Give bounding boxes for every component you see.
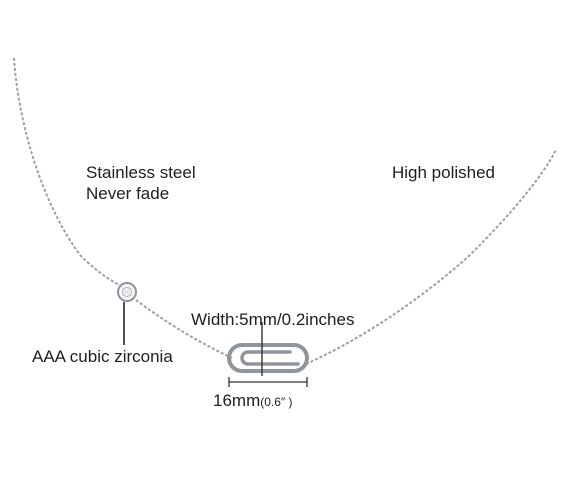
width-label: Width:5mm/0.2inches [191, 310, 355, 329]
chain-left-strand [13, 57, 126, 289]
paperclip-pendant-icon [227, 343, 309, 373]
chain-center-left-strand [135, 299, 233, 359]
material-label: Stainless steel Never fade [86, 162, 196, 204]
stone-label: AAA cubic zirconia [32, 347, 173, 366]
material-line-2: Never fade [86, 184, 170, 203]
material-line-1: Stainless steel [86, 163, 196, 182]
length-main-text: 16mm [213, 391, 261, 410]
length-label: 16mm(0.6″ ) [213, 390, 293, 413]
finish-label: High polished [392, 163, 496, 182]
length-alt-text: (0.6″ ) [260, 395, 293, 409]
length-dimension-marker [228, 377, 308, 387]
chain-right-strand [305, 149, 557, 365]
cubic-zirconia-stone-icon [117, 282, 137, 302]
